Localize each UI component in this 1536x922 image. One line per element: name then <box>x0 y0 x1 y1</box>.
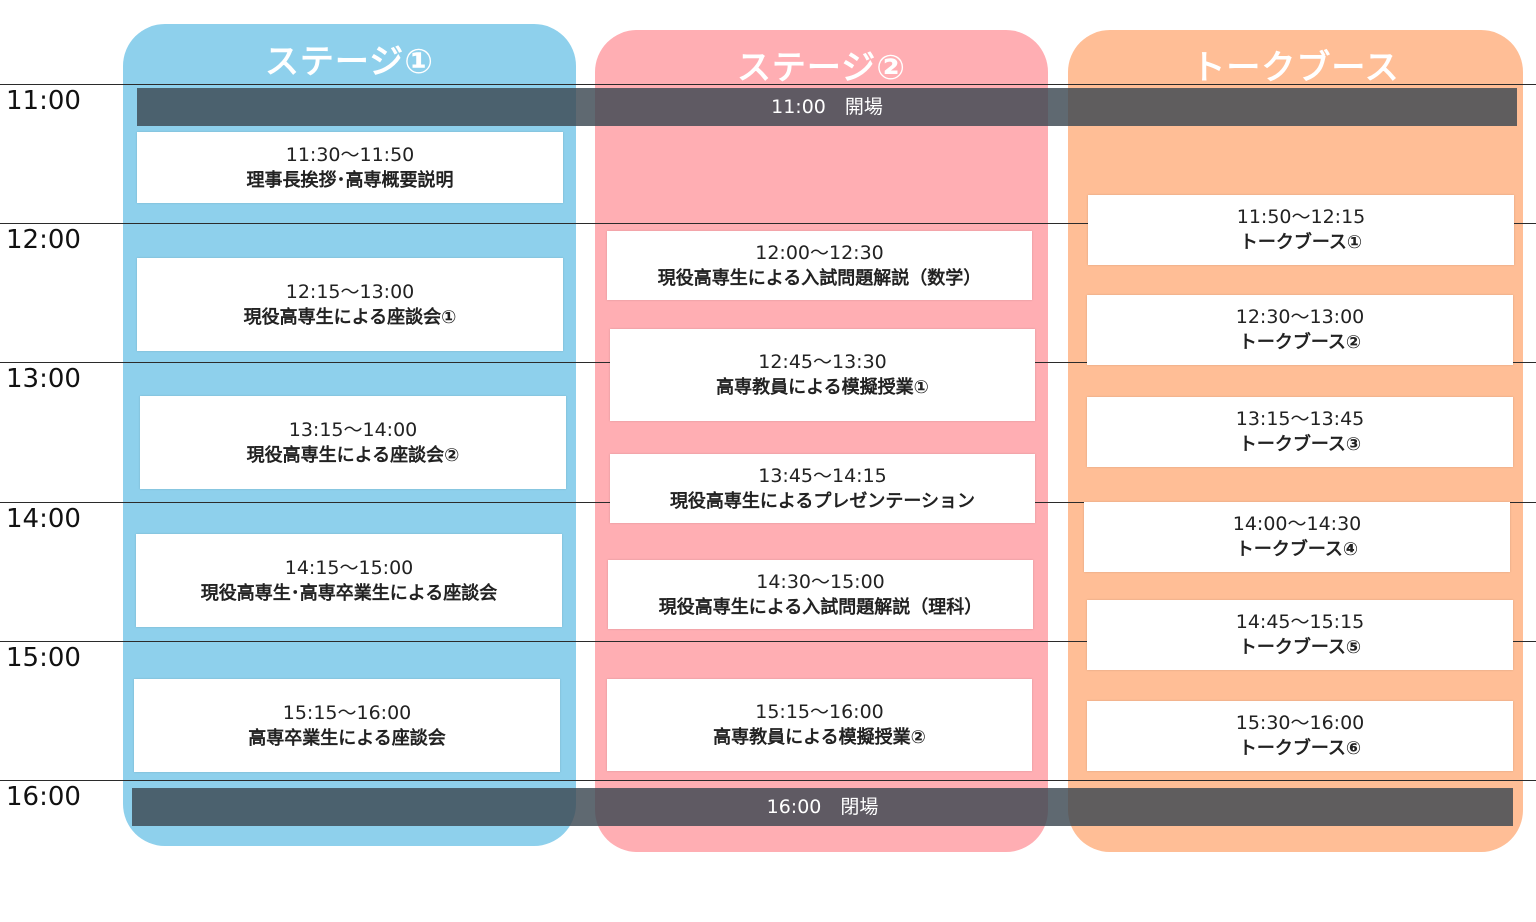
session-title: トークブース⑥ <box>1238 738 1362 759</box>
stage2-title: ステージ② <box>736 48 907 88</box>
time-label-11: 11:00 <box>6 86 81 116</box>
booth-session: 11:50～12:15 トークブース① <box>1088 195 1514 265</box>
stage1-session: 11:30～11:50 理事長挨拶･高専概要説明 <box>137 132 563 203</box>
stage2-session: 12:00～12:30 現役高専生による入試問題解説（数学） <box>607 231 1032 300</box>
session-title: 理事長挨拶･高専概要説明 <box>246 169 454 191</box>
session-title: トークブース④ <box>1235 539 1359 560</box>
session-time: 12:15～13:00 <box>285 280 415 303</box>
hour-line-16 <box>0 780 1536 781</box>
stage1-session: 12:15～13:00 現役高専生による座談会① <box>137 258 563 351</box>
session-time: 12:00～12:30 <box>755 241 884 264</box>
session-time: 13:45～14:15 <box>758 464 887 487</box>
session-title: 高専卒業生による座談会 <box>248 727 446 749</box>
session-title: 現役高専生による座談会② <box>246 444 460 466</box>
session-time: 13:15～14:00 <box>288 418 418 441</box>
stage2-session: 14:30～15:00 現役高専生による入試問題解説（理科） <box>608 560 1033 629</box>
session-title: 現役高専生によるプレゼンテーション <box>669 490 976 512</box>
session-time: 13:15～13:45 <box>1235 408 1365 430</box>
session-time: 14:15～15:00 <box>284 556 414 579</box>
stage1-title: ステージ① <box>264 42 435 82</box>
time-label-13: 13:00 <box>6 364 81 394</box>
booth-session: 15:30～16:00 トークブース⑥ <box>1087 701 1513 771</box>
session-time: 12:45～13:30 <box>758 351 887 373</box>
booth-session: 13:15～13:45 トークブース③ <box>1087 397 1513 467</box>
hour-line-11 <box>0 84 1536 85</box>
stage2-session: 15:15～16:00 高専教員による模擬授業② <box>607 679 1032 771</box>
session-title: 高専教員による模擬授業① <box>716 377 929 398</box>
hour-line-15 <box>0 641 1536 642</box>
stage1-session: 15:15～16:00 高専卒業生による座談会 <box>134 679 560 772</box>
booth-session: 12:30～13:00 トークブース② <box>1087 295 1513 365</box>
stage2-session: 12:45～13:30 高専教員による模擬授業① <box>610 329 1035 421</box>
session-time: 11:50～12:15 <box>1236 206 1366 228</box>
session-title: 現役高専生による座談会① <box>243 306 457 328</box>
session-title: 現役高専生･高専卒業生による座談会 <box>200 582 498 604</box>
booth-title: トークブース <box>1191 48 1400 88</box>
session-title: トークブース⑤ <box>1238 637 1362 658</box>
session-time: 12:30～13:00 <box>1235 306 1365 328</box>
session-time: 14:45～15:15 <box>1235 611 1365 633</box>
session-title: トークブース③ <box>1238 434 1362 455</box>
stage1-session: 14:15～15:00 現役高専生･高専卒業生による座談会 <box>136 534 562 627</box>
session-time: 15:30～16:00 <box>1235 712 1365 734</box>
stage2-session: 13:45～14:15 現役高専生によるプレゼンテーション <box>610 454 1035 523</box>
session-title: トークブース① <box>1239 232 1363 253</box>
booth-session: 14:00～14:30 トークブース④ <box>1084 502 1510 572</box>
hour-line-12 <box>0 223 1536 224</box>
opening-bar: 11:00 開場 <box>137 88 1517 126</box>
session-time: 15:15～16:00 <box>282 701 412 724</box>
booth-session: 14:45～15:15 トークブース⑤ <box>1087 600 1513 670</box>
session-title: トークブース② <box>1238 332 1362 353</box>
session-time: 15:15～16:00 <box>755 701 884 723</box>
time-label-16: 16:00 <box>6 782 81 812</box>
session-time: 11:30～11:50 <box>285 143 415 166</box>
closing-bar: 16:00 閉場 <box>132 788 1513 826</box>
session-time: 14:00～14:30 <box>1232 513 1362 535</box>
session-title: 現役高専生による入試問題解説（数学） <box>657 267 982 289</box>
time-label-14: 14:00 <box>6 504 81 534</box>
session-time: 14:30～15:00 <box>756 570 885 593</box>
session-title: 現役高専生による入試問題解説（理科） <box>658 596 983 618</box>
session-title: 高専教員による模擬授業② <box>713 727 926 748</box>
stage1-session: 13:15～14:00 現役高専生による座談会② <box>140 396 566 489</box>
time-label-15: 15:00 <box>6 643 81 673</box>
time-label-12: 12:00 <box>6 225 81 255</box>
